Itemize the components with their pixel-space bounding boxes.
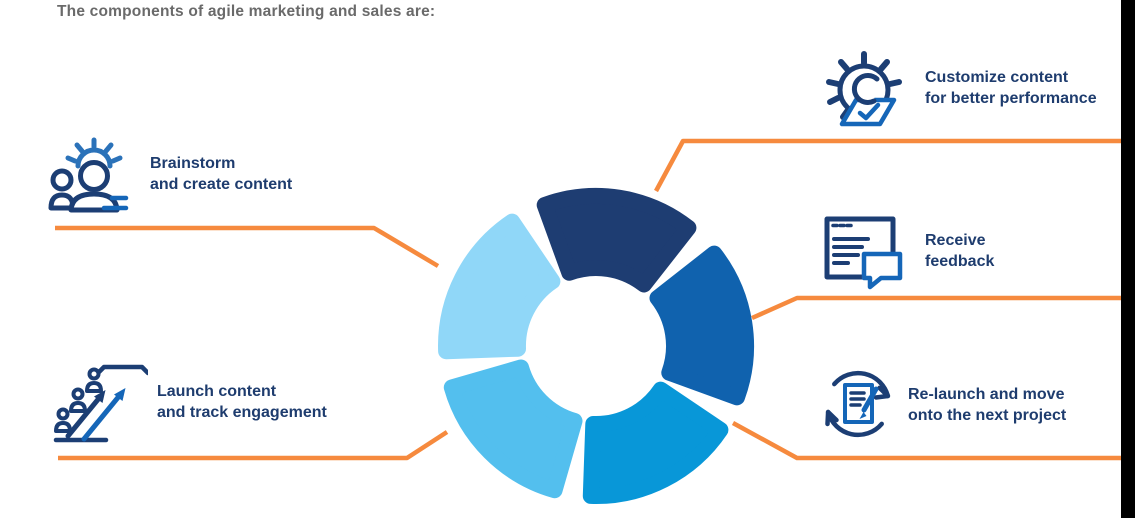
right-crop-band [1121, 0, 1135, 518]
label-line-1: Launch content [157, 383, 277, 400]
launch-icon [53, 364, 148, 443]
label-brainstorm: Brainstorm and create content [150, 153, 292, 195]
donut-segment-brainstorm [438, 213, 561, 360]
donut-segment-customize [536, 187, 697, 293]
label-line-2: and create content [150, 176, 293, 193]
connector-relaunch [731, 421, 1135, 461]
relaunch-icon [825, 370, 891, 438]
feedback-icon [824, 216, 903, 290]
label-line-1: Receive [925, 232, 986, 249]
label-customize: Customize content for better performance [925, 67, 1097, 109]
connector-launch [58, 430, 449, 461]
brainstorm-icon [48, 137, 129, 213]
label-relaunch: Re-launch and move onto the next project [908, 384, 1066, 426]
label-launch: Launch content and track engagement [157, 381, 327, 423]
label-line-2: for better performance [925, 90, 1097, 107]
label-line-2: onto the next project [908, 407, 1067, 424]
page-title: The components of agile marketing and sa… [57, 3, 436, 20]
customize-icon [826, 51, 902, 127]
label-receive-feedback: Receive feedback [925, 230, 994, 272]
label-line-2: feedback [925, 253, 995, 270]
label-line-2: and track engagement [157, 404, 327, 421]
label-line-1: Customize content [925, 69, 1069, 86]
donut-segment-launch [443, 359, 583, 499]
connector-receive-feedback [751, 295, 1135, 321]
donut-segment-relaunch [582, 381, 729, 504]
label-line-1: Re-launch and move [908, 386, 1065, 403]
pencil-tip [859, 412, 867, 419]
label-line-1: Brainstorm [150, 155, 236, 172]
connector-brainstorm [55, 225, 440, 268]
connector-customize [654, 138, 1121, 193]
donut-segment-receive-feedback [649, 245, 755, 406]
